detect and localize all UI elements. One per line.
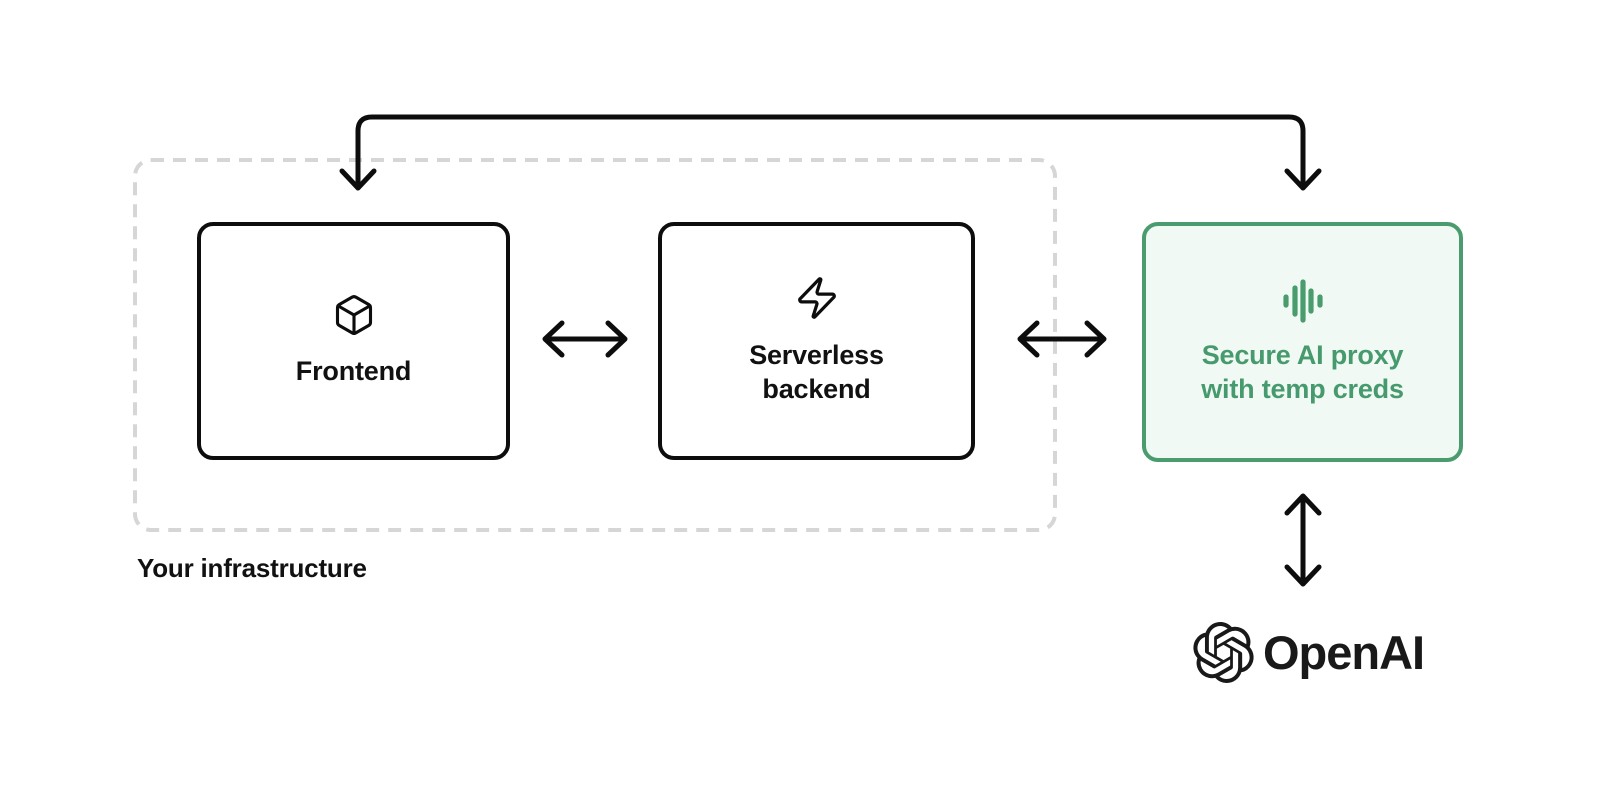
arrowhead-right-icon (1084, 320, 1107, 358)
cube-icon (335, 295, 372, 336)
arrowhead-down-icon (339, 168, 377, 191)
secure-ai-proxy-box: Secure AI proxy with temp creds (1142, 222, 1463, 462)
arrowhead-right-icon (605, 320, 628, 358)
frontend-backend-arrow (542, 320, 628, 358)
frontend-label: Frontend (295, 356, 412, 387)
backend-proxy-arrow (1017, 320, 1107, 358)
openai-brand: OpenAI (1193, 622, 1425, 683)
serverless-backend-label: Serverless backend (749, 340, 884, 404)
serverless-backend-box: Serverless backend (658, 222, 975, 460)
arrowhead-left-icon (542, 320, 565, 358)
arrowhead-down-icon (1284, 168, 1322, 191)
arrowhead-left-icon (1017, 320, 1040, 358)
secure-ai-proxy-label: Secure AI proxy with temp creds (1201, 340, 1404, 404)
arrowhead-up-icon (1284, 493, 1322, 516)
frontend-proxy-arrow (339, 114, 1322, 191)
openai-logo-icon (1193, 622, 1254, 683)
frontend-box: Frontend (197, 222, 510, 460)
lightning-icon (797, 277, 836, 320)
proxy-openai-arrow (1284, 493, 1322, 587)
infrastructure-dashed-border (133, 158, 1057, 532)
audio-waveform-icon (1282, 279, 1323, 323)
infrastructure-group-label: Your infrastructure (137, 553, 367, 583)
arrowhead-down-icon (1284, 564, 1322, 587)
openai-wordmark: OpenAI (1263, 626, 1425, 679)
